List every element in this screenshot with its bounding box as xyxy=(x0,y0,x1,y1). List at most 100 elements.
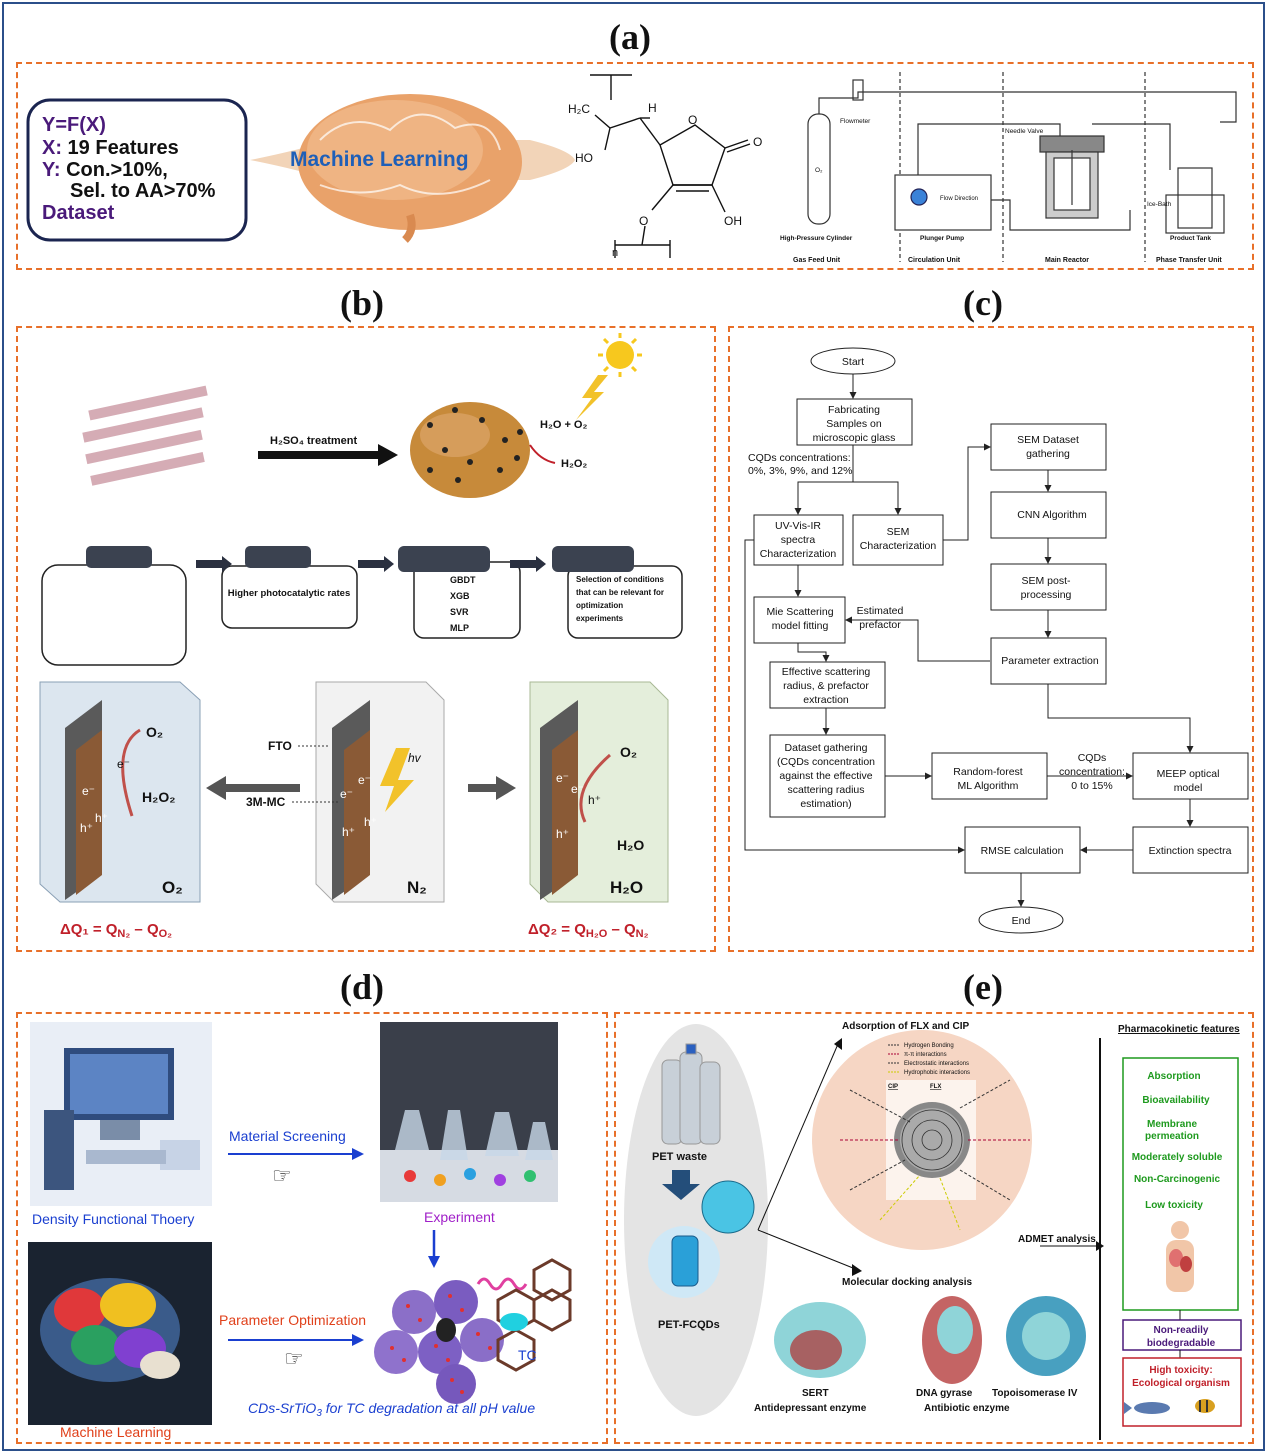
admet-label: ADMET analysis xyxy=(1018,1234,1096,1245)
cqdc-label-3: 0 to 15% xyxy=(1071,780,1112,792)
cell3-gas: H₂O xyxy=(610,878,643,897)
mol-o3: O xyxy=(639,214,648,228)
fish-icon xyxy=(1124,1402,1170,1414)
cqdc-label-1: CQDs xyxy=(1078,752,1107,764)
arrow-right xyxy=(468,776,516,800)
cell2-e1: e⁻ xyxy=(358,773,371,787)
semp-label-2: processing xyxy=(1021,589,1072,601)
dataset-box xyxy=(26,98,248,242)
cnn-label: CNN Algorithm xyxy=(1017,509,1087,521)
semd-label-2: gathering xyxy=(1026,448,1070,460)
model-mlp: MLP xyxy=(450,623,469,633)
cell1-e1: e⁻ xyxy=(117,757,130,771)
semp-label-1: SEM post- xyxy=(1021,575,1071,587)
legend-electro: Electrostatic interactions xyxy=(904,1061,969,1067)
yfx-label: Y=F(X) xyxy=(42,114,106,136)
ht-box xyxy=(1122,1357,1242,1427)
mol-oh: OH xyxy=(724,214,742,228)
flx-label: FLX xyxy=(930,1084,941,1090)
dataset-label: Dataset xyxy=(42,202,115,224)
rmse-label: RMSE calculation xyxy=(981,845,1064,857)
circ-unit-label: Circulation Unit xyxy=(908,257,961,264)
pk-bioavailability: Bioavailability xyxy=(1142,1095,1210,1106)
panel-e-border xyxy=(614,1012,1254,1444)
anti-label: Antibiotic enzyme xyxy=(924,1403,1010,1414)
cqdc-label-2: concentration: xyxy=(1059,766,1125,778)
panel-label-e: (e) xyxy=(963,967,1003,1007)
brain-illustration xyxy=(250,94,575,243)
treatment-arrow xyxy=(258,451,378,459)
needle-label: Needle Valve xyxy=(1005,128,1044,135)
bee-icon xyxy=(1195,1399,1215,1413)
cell2-gas: N₂ xyxy=(407,878,427,897)
eff-label-1: Effective scattering xyxy=(782,666,871,678)
mie-label-2: model fitting xyxy=(772,620,829,632)
cylinder-label: High-Pressure Cylinder xyxy=(780,235,853,242)
fab-label-3: microscopic glass xyxy=(813,432,896,444)
panel-c-border xyxy=(728,326,1254,952)
panel-a-border xyxy=(16,62,1254,270)
ext-label: Extinction spectra xyxy=(1149,845,1232,857)
h2so4-label: H₂SO₄ treatment xyxy=(270,435,357,447)
pet-bottles-icon xyxy=(661,1043,721,1145)
mol-h: H xyxy=(648,101,657,115)
pet-waste-label: PET waste xyxy=(652,1151,707,1163)
cell3-h1: h⁺ xyxy=(588,793,601,807)
box4-line3: optimization xyxy=(576,601,623,610)
cnn-node xyxy=(990,491,1107,539)
rf-node xyxy=(931,752,1048,800)
mol-o2: O xyxy=(753,135,762,149)
arrow-left xyxy=(206,776,300,800)
experiment-image xyxy=(380,1022,558,1202)
dsg-label-3: against the effective xyxy=(779,770,872,782)
cell3-h2: h⁺ xyxy=(556,827,569,841)
cell-o2 xyxy=(39,681,201,903)
dq2-equation: ΔQ₂ = QH₂O – QN₂ xyxy=(528,921,649,940)
meep-label-1: MEEP optical xyxy=(1157,768,1220,780)
ascorbic-molecule xyxy=(590,74,751,258)
ice-bath-label: Ice-Bath xyxy=(1147,201,1172,208)
uv-node xyxy=(753,514,844,566)
tc-molecule xyxy=(496,1258,572,1372)
gas-unit-label: Gas Feed Unit xyxy=(793,257,841,264)
pk-membrane: Membrane xyxy=(1147,1119,1197,1130)
y-line: Y: Con.>10%, xyxy=(42,159,168,181)
pk-title: Pharmacokinetic features xyxy=(1118,1024,1240,1035)
sem-label-1: SEM xyxy=(887,526,910,538)
cqd-label-1: CQDs concentrations: xyxy=(748,452,851,464)
mol-h2c: H₂C xyxy=(568,102,590,116)
mol-ho: HO xyxy=(575,151,593,165)
cell1-gas: O₂ xyxy=(162,878,183,897)
cell1-e2: e⁻ xyxy=(82,784,95,798)
flowmeter-label: Flowmeter xyxy=(840,118,871,125)
hand-icon-2: ☞ xyxy=(284,1346,304,1371)
panel-label-b: (b) xyxy=(340,283,384,323)
rf-label-1: Random-forest xyxy=(953,766,1023,778)
topo-label: Topoisomerase IV xyxy=(992,1388,1078,1399)
light-wave xyxy=(476,1277,528,1291)
sem-node xyxy=(852,514,944,566)
pet-down-arrow xyxy=(662,1170,700,1200)
model-svr: SVR xyxy=(450,607,469,617)
fab-label-1: Fabricating xyxy=(828,404,880,416)
box2-label: Higher photocatalytic rates xyxy=(228,588,350,599)
fab-node xyxy=(796,398,913,446)
x-key: X: xyxy=(42,137,62,159)
h2o2-label: H₂O₂ xyxy=(561,458,587,470)
box4-line4: experiments xyxy=(576,614,624,623)
semd-node xyxy=(990,423,1107,471)
cqd-sheet xyxy=(894,1102,970,1178)
end-label: End xyxy=(1012,915,1031,927)
start-label: Start xyxy=(842,356,864,368)
mie-node xyxy=(753,596,846,644)
panel-d-border xyxy=(16,1012,608,1444)
y-key: Y: xyxy=(42,159,61,181)
dsg-label-5: estimation) xyxy=(800,798,851,810)
legend-pipi: π-π interactions xyxy=(904,1052,947,1058)
experiment-label: Experiment xyxy=(424,1209,495,1225)
rf-label-2: ML Algorithm xyxy=(958,780,1019,792)
dsg-node xyxy=(769,734,886,818)
